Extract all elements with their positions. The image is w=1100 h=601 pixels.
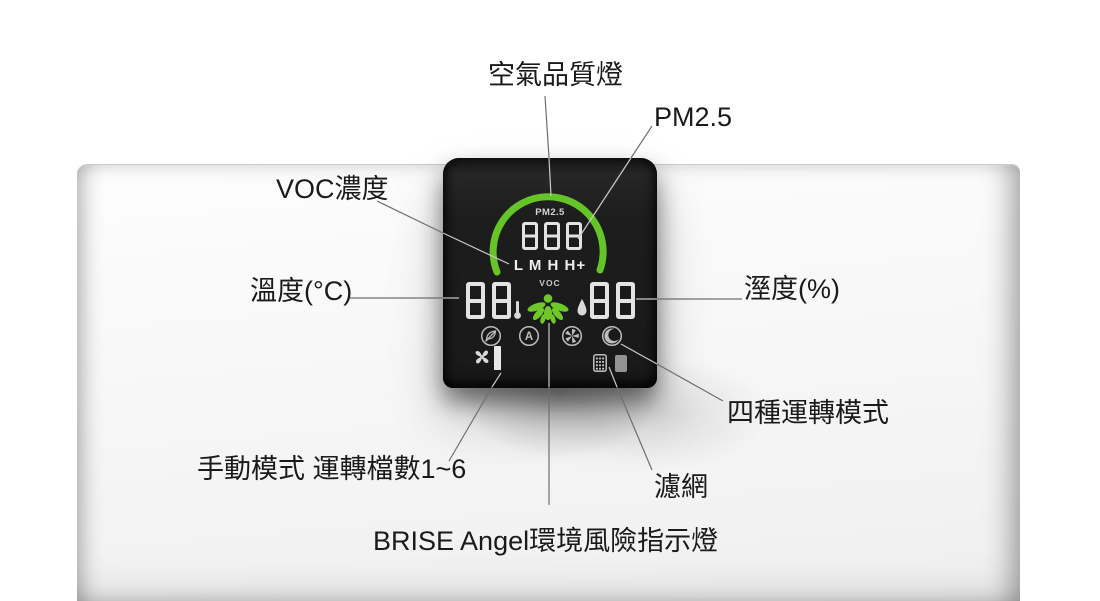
auto-a-icon: A xyxy=(518,325,540,347)
leaf-icon xyxy=(480,325,502,347)
humidity-digits xyxy=(590,282,635,319)
label-pm25: PM2.5 xyxy=(654,102,733,132)
svg-text:A: A xyxy=(525,331,533,343)
humidity-droplet-icon xyxy=(577,299,587,316)
filter-block-icon xyxy=(615,355,627,372)
fan-speed-icon xyxy=(475,350,489,364)
pm25-display-label: PM2.5 xyxy=(535,207,565,218)
label-humidity: 溼度(%) xyxy=(744,274,840,304)
label-brise-angel: BRISE Angel環境風險指示燈 xyxy=(373,526,719,556)
label-four-modes: 四種運轉模式 xyxy=(727,398,889,428)
label-manual-mode: 手動模式 運轉檔數1~6 xyxy=(197,454,467,484)
label-voc-concentration: VOC濃度 xyxy=(276,174,389,204)
pm25-value-digits xyxy=(522,222,582,250)
filter-grid-icon xyxy=(593,354,607,372)
purifier-fan-icon xyxy=(561,325,583,347)
brise-angel-icon xyxy=(527,294,569,324)
label-filter: 濾網 xyxy=(654,472,708,502)
temperature-digits xyxy=(466,282,511,319)
thermometer-icon xyxy=(514,301,521,319)
display-panel: PM2.5 L M H H+ VOC xyxy=(443,158,657,388)
label-air-quality-light: 空氣品質燈 xyxy=(488,60,623,90)
voc-display-label: VOC xyxy=(539,278,561,288)
label-temperature: 溫度(°C) xyxy=(250,276,353,306)
level-scale-label: L M H H+ xyxy=(513,257,587,274)
sleep-moon-icon xyxy=(601,325,623,347)
